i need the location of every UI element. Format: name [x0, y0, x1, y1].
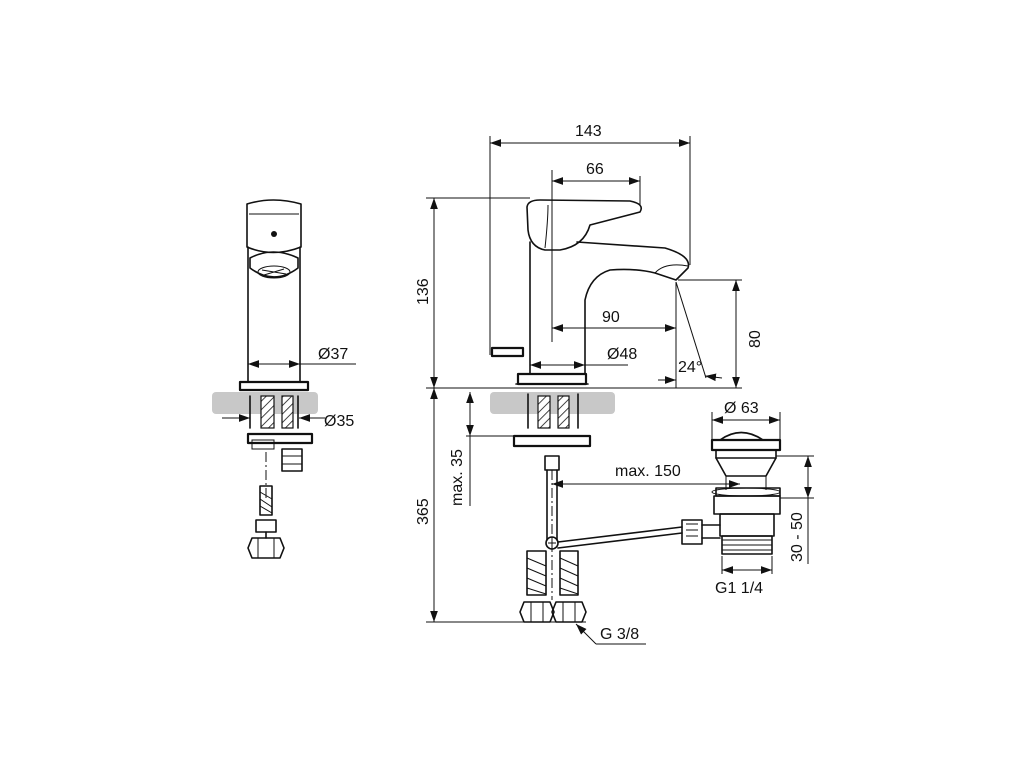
dim-diameter-35: Ø35	[324, 413, 354, 430]
dim-height-80: 80	[747, 330, 764, 348]
dim-diameter-37: Ø37	[318, 346, 348, 363]
side-nut	[281, 448, 303, 472]
dim-range-30-50: 30 - 50	[789, 512, 806, 562]
dim-diameter-63: Ø 63	[724, 400, 759, 417]
front-base	[516, 372, 588, 386]
front-lever	[526, 199, 643, 251]
dim-width-66: 66	[586, 161, 604, 178]
side-lever	[246, 199, 302, 254]
front-fixing-plate	[512, 434, 592, 448]
front-lift-rod	[490, 346, 525, 358]
dim-max-150: max. 150	[615, 463, 681, 480]
waste-fitting	[681, 431, 782, 555]
dim-diameter-48: Ø48	[607, 346, 637, 363]
side-hose-fitting	[247, 537, 285, 559]
side-aerator	[249, 251, 299, 278]
front-view: 143 66 90 Ø48 24° 80 136 365	[415, 123, 814, 645]
dim-angle-24: 24°	[678, 359, 702, 376]
side-base-flange	[238, 380, 310, 392]
front-spout	[576, 241, 690, 375]
side-fixing-plate	[246, 432, 314, 445]
dim-width-143: 143	[575, 123, 602, 140]
front-rod-clamp	[545, 536, 559, 550]
dim-max-35: max. 35	[449, 449, 466, 506]
side-view: Ø37 Ø35	[212, 199, 356, 559]
dim-width-90: 90	[602, 309, 620, 326]
thread-g1-1-4: G1 1/4	[715, 580, 763, 597]
countertop-right	[490, 392, 615, 414]
dim-height-136: 136	[415, 278, 432, 305]
side-hose	[259, 485, 273, 516]
dim-height-365: 365	[415, 498, 432, 525]
thread-g-3-8: G 3/8	[600, 626, 639, 643]
front-hoses	[519, 550, 587, 623]
front-pop-up-rod	[557, 526, 683, 543]
